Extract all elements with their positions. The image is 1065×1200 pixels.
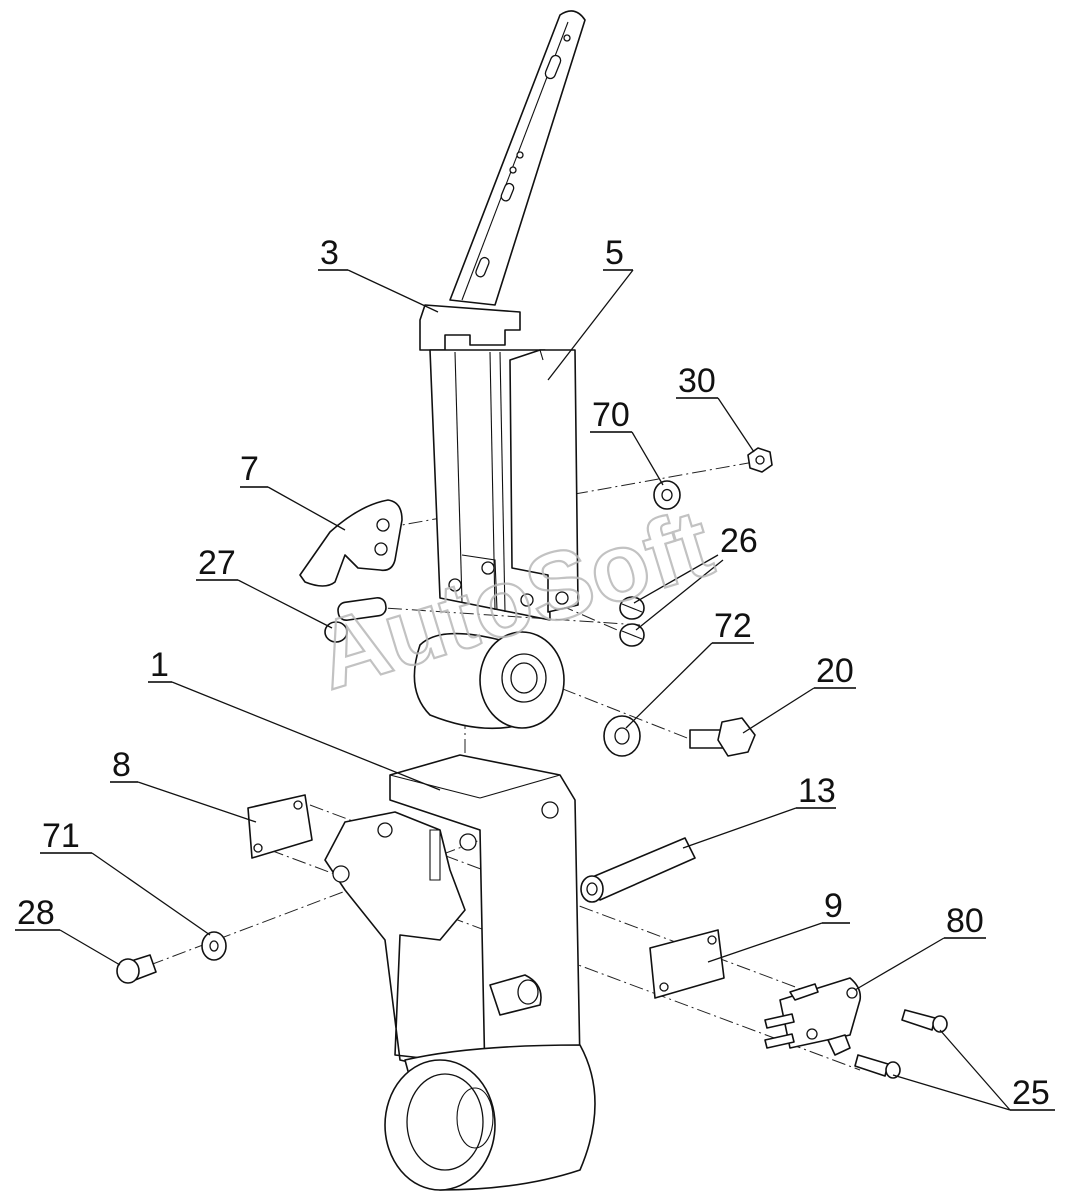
- callout-9: 9: [824, 887, 843, 925]
- lower-roller: [384, 1044, 596, 1191]
- callout-7: 7: [240, 450, 259, 488]
- callout-1: 1: [150, 646, 169, 684]
- part-71-washer: [201, 931, 227, 961]
- part-8-plate: [247, 794, 313, 859]
- part-28-rivet: [116, 954, 157, 984]
- callout-27: 27: [198, 544, 236, 582]
- part-5-cover-plate: [509, 349, 579, 613]
- part-70-washer: [653, 480, 681, 510]
- part-1-main-frame: [324, 754, 581, 1081]
- callout-25: 25: [1012, 1074, 1050, 1112]
- callout-71: 71: [42, 817, 80, 855]
- part-80-micro-switch: [764, 977, 862, 1056]
- part-7-cam: [299, 499, 403, 587]
- part-25-screws: [854, 1009, 948, 1079]
- callout-80: 80: [946, 902, 984, 940]
- callout-8: 8: [112, 746, 131, 784]
- callout-3: 3: [320, 234, 339, 272]
- part-9-plate: [649, 929, 725, 999]
- part-72-washer: [603, 715, 641, 757]
- part-30-nut: [747, 447, 773, 473]
- upper-roller: [413, 631, 565, 730]
- callout-70: 70: [592, 396, 630, 434]
- part-13-sleeve: [580, 837, 696, 903]
- callout-13: 13: [798, 772, 836, 810]
- callout-labels: 3 5 30 70 7 26 27 72 20 1 13 8 71 9 80 2…: [15, 234, 1055, 1112]
- part-20-bolt: [689, 717, 756, 757]
- callout-72: 72: [714, 607, 752, 645]
- callout-5: 5: [605, 234, 624, 272]
- part-26-screws: [619, 596, 645, 647]
- callout-28: 28: [17, 894, 55, 932]
- callout-30: 30: [678, 362, 716, 400]
- callout-20: 20: [816, 652, 854, 690]
- callout-26: 26: [720, 522, 758, 560]
